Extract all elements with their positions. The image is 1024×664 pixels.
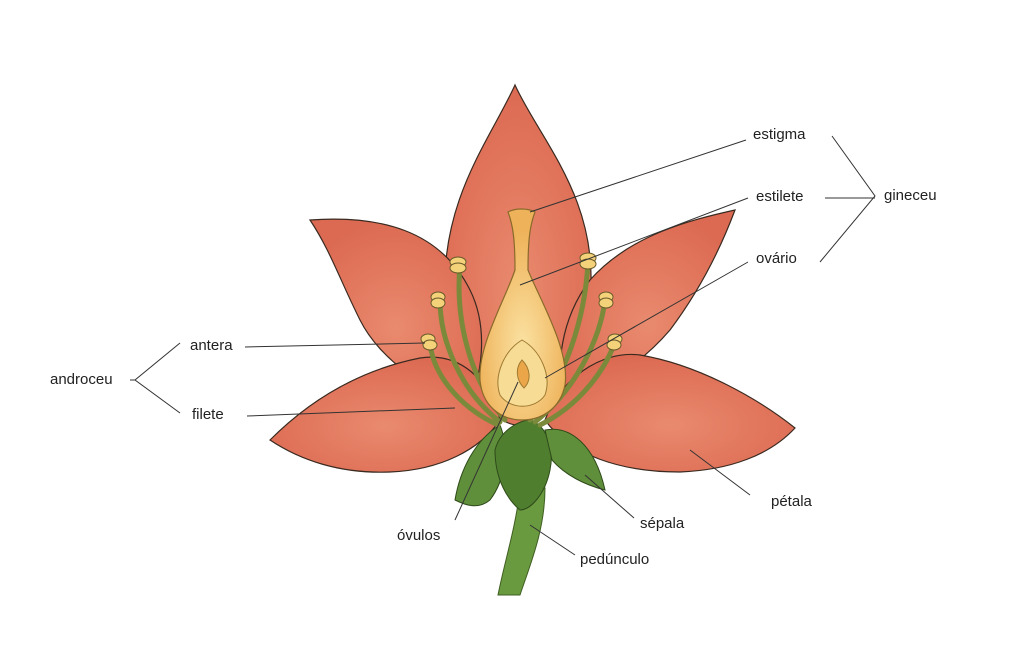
label-estilete: estilete	[756, 188, 804, 205]
ovule	[516, 359, 530, 389]
label-ovario: ovário	[756, 250, 797, 267]
label-petala: pétala	[771, 493, 812, 510]
pointer-lines	[130, 135, 876, 556]
label-sepala: sépala	[640, 515, 685, 532]
label-antera: antera	[190, 337, 233, 354]
sepal-right	[544, 428, 606, 491]
label-estigma: estigma	[753, 126, 806, 143]
label-ovulos: óvulos	[397, 527, 441, 544]
peduncle-stem	[497, 487, 546, 596]
label-gineceu: gineceu	[884, 187, 937, 204]
label-androceu: androceu	[50, 371, 113, 388]
label-pedunculo: pedúnculo	[580, 551, 650, 568]
sepal-center	[494, 419, 552, 511]
petal-lower-left	[269, 356, 501, 473]
label-filete: filete	[192, 406, 224, 423]
anthers	[420, 252, 623, 351]
